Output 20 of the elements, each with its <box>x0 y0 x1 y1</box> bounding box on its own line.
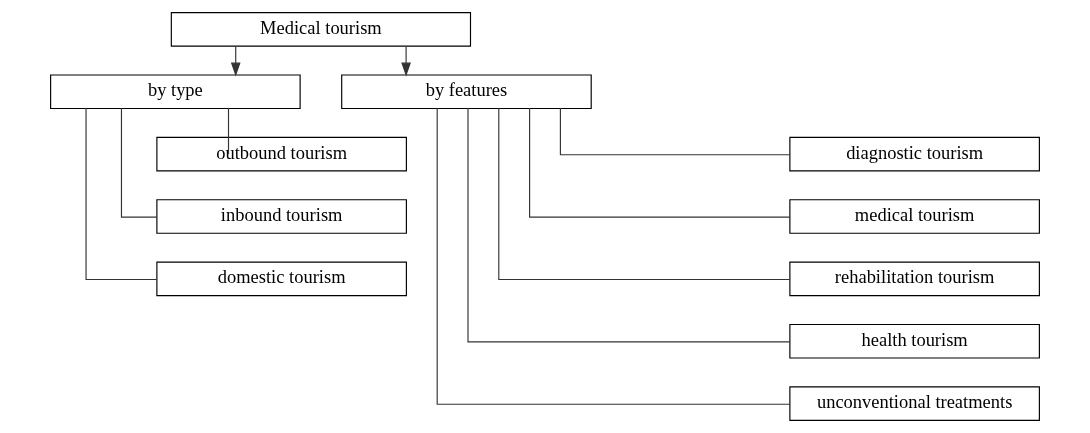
node-box: medical tourism <box>789 199 1040 234</box>
node-box: rehabilitation tourism <box>789 261 1040 297</box>
node-box: by features <box>341 74 592 110</box>
node-box: Medical tourism <box>170 12 472 47</box>
connector <box>436 107 791 405</box>
node-box: health tourism <box>789 323 1040 359</box>
node-box: unconventional treatments <box>789 386 1040 421</box>
connector <box>559 107 791 156</box>
connector <box>498 107 791 281</box>
node-box: inbound tourism <box>156 199 407 234</box>
connector <box>467 107 791 343</box>
connector <box>85 107 158 281</box>
connector <box>529 107 791 218</box>
node-box: by type <box>50 74 301 110</box>
connector <box>120 107 158 218</box>
connector <box>227 107 230 155</box>
node-box: diagnostic tourism <box>789 136 1040 172</box>
node-box: outbound tourism <box>156 136 407 172</box>
node-box: domestic tourism <box>156 261 407 297</box>
arrow <box>401 45 411 77</box>
